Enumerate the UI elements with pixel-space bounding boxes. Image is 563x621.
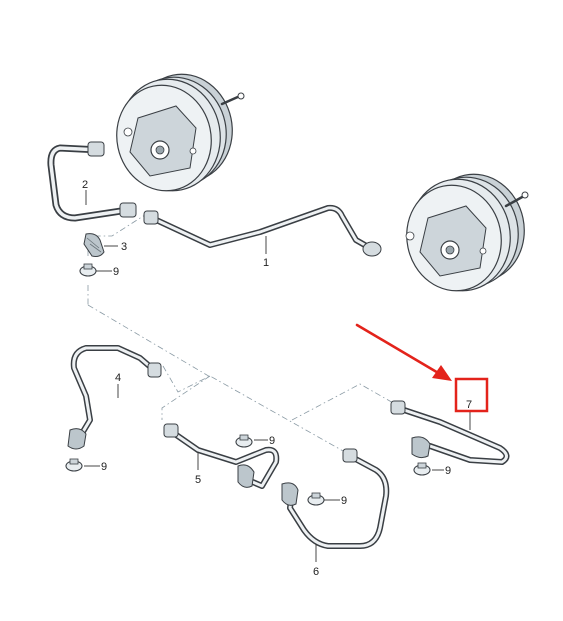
clamp-9-b	[65, 458, 83, 472]
callout-9-e: 9	[445, 465, 451, 477]
clamp-9-c	[235, 434, 253, 448]
clamp-9-e	[413, 462, 431, 476]
callout-6: 6	[313, 566, 319, 578]
callout-4: 4	[115, 372, 121, 384]
callout-3: 3	[121, 241, 127, 253]
pipe-1	[143, 204, 382, 257]
callout-7: 7	[466, 399, 472, 411]
hose-6	[281, 448, 390, 549]
callout-9-a: 9	[113, 266, 119, 278]
hose-7	[390, 400, 510, 465]
hose-5	[163, 423, 280, 489]
hose-2	[47, 141, 137, 222]
assembly-leader-lines	[87, 212, 396, 457]
callout-1: 1	[263, 257, 269, 269]
clamp-9-d	[307, 492, 325, 506]
clamp-9-a	[79, 263, 97, 277]
hose-4	[67, 345, 162, 450]
callout-leaders	[84, 190, 471, 562]
leader-line-hose5	[161, 375, 211, 420]
callout-5: 5	[195, 474, 201, 486]
leader-line-hose7	[291, 383, 396, 421]
elbow-3	[83, 233, 105, 257]
leader-line-hose4	[162, 365, 353, 457]
leader-line-main	[87, 304, 213, 379]
brake-booster-lower	[405, 173, 529, 292]
callout-2: 2	[82, 179, 88, 191]
highlight-box	[454, 377, 489, 413]
highlight-arrow	[355, 323, 452, 381]
callout-9-d: 9	[341, 495, 347, 507]
brake-booster-upper	[116, 73, 245, 192]
callout-9-b: 9	[101, 461, 107, 473]
callout-9-c: 9	[269, 435, 275, 447]
